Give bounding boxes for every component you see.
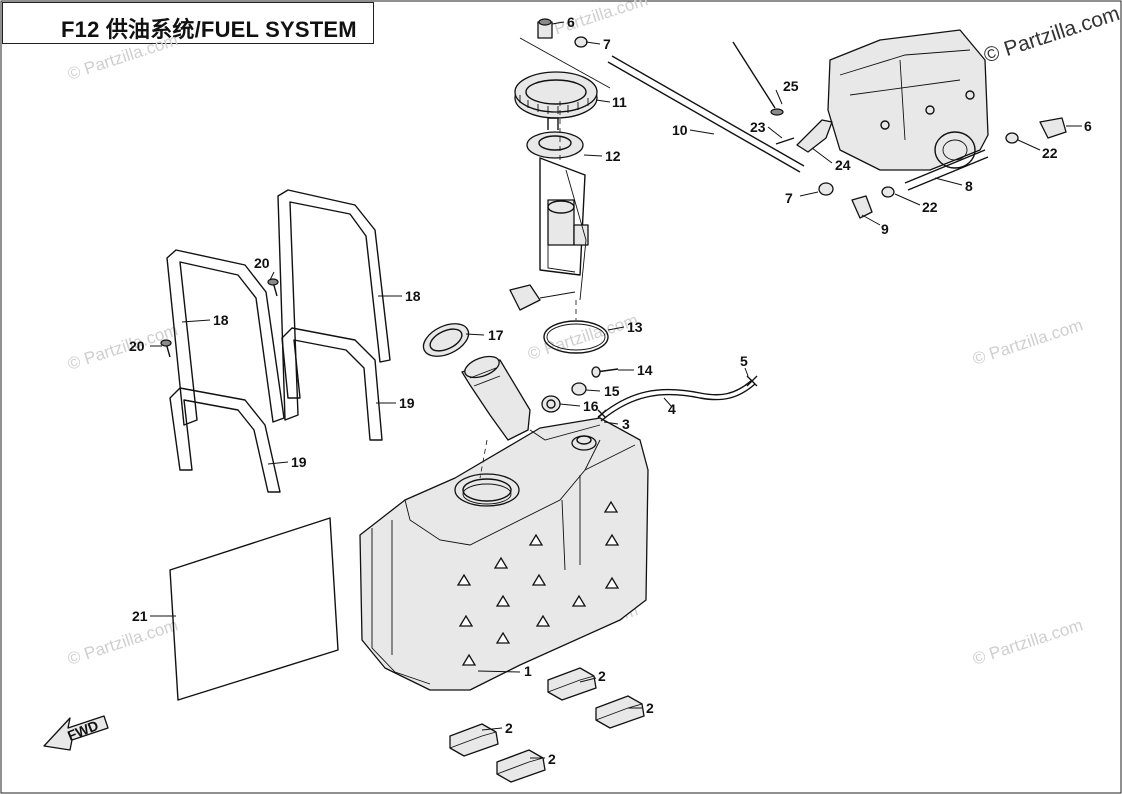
callout-6: 6	[567, 14, 575, 30]
heat-shield-sheet	[169, 517, 339, 701]
watermark-tile: © Partzilla.com	[525, 310, 640, 363]
callout-3: 3	[622, 416, 630, 432]
watermark-tile: © Partzilla.com	[65, 30, 180, 83]
callout-14: 14	[637, 362, 653, 378]
callout-10: 10	[672, 122, 688, 138]
filler-neck-hose	[422, 323, 531, 479]
rubber-block	[496, 749, 546, 783]
callout-21: 21	[132, 608, 148, 624]
callout-7: 7	[603, 36, 611, 52]
callout-1: 1	[524, 663, 532, 679]
callout-17: 17	[488, 327, 504, 343]
vent-hose	[541, 366, 758, 422]
callout-19: 19	[399, 395, 415, 411]
callout-4: 4	[668, 401, 676, 417]
callout-leaders	[150, 21, 1082, 759]
watermark-tile: © Partzilla.com	[970, 615, 1085, 668]
callout-2: 2	[646, 700, 654, 716]
callout-7: 7	[785, 190, 793, 206]
watermark-tile: © Partzilla.com	[65, 320, 180, 373]
callout-18: 18	[213, 312, 229, 328]
callout-12: 12	[605, 148, 621, 164]
callout-2: 2	[598, 668, 606, 684]
tank-straps	[160, 189, 391, 493]
rubber-block	[547, 667, 597, 701]
callout-8: 8	[965, 178, 973, 194]
watermark-tile: © Partzilla.com	[65, 615, 180, 668]
callout-22: 22	[1042, 145, 1058, 161]
callout-23: 23	[750, 119, 766, 135]
fwd-label: FWD	[65, 717, 101, 744]
callout-9: 9	[881, 221, 889, 237]
diagram-title: F12 供油系统/FUEL SYSTEM	[61, 17, 357, 42]
callout-25: 25	[783, 78, 799, 94]
callout-11: 11	[612, 94, 627, 110]
callout-5: 5	[740, 353, 748, 369]
callout-18: 18	[405, 288, 421, 304]
title-box: F12 供油系统/FUEL SYSTEM	[2, 2, 374, 44]
callout-6: 6	[1084, 118, 1092, 134]
callout-15: 15	[604, 383, 620, 399]
callout-13: 13	[627, 319, 643, 335]
callout-2: 2	[505, 720, 513, 736]
callout-20: 20	[129, 338, 145, 354]
fuel-pump-assembly	[509, 71, 609, 354]
callout-2: 2	[548, 751, 556, 767]
callout-22: 22	[922, 199, 938, 215]
watermark-tile: © Partzilla.com	[970, 315, 1085, 368]
fuel-tank	[359, 417, 649, 691]
callout-24: 24	[835, 157, 851, 173]
callout-16: 16	[583, 398, 599, 414]
throttle-body	[732, 29, 1067, 219]
callout-19: 19	[291, 454, 307, 470]
rubber-block	[449, 723, 499, 757]
callout-labels: 1 2 2 2 2 3 4 5 6 6 7 7 8 9 10 11 12 13 …	[129, 14, 1092, 767]
tank-dimples	[456, 500, 620, 666]
rubber-block	[595, 695, 645, 729]
fwd-arrow: FWD	[43, 715, 109, 751]
fuel-line	[519, 18, 805, 173]
callout-20: 20	[254, 255, 270, 271]
